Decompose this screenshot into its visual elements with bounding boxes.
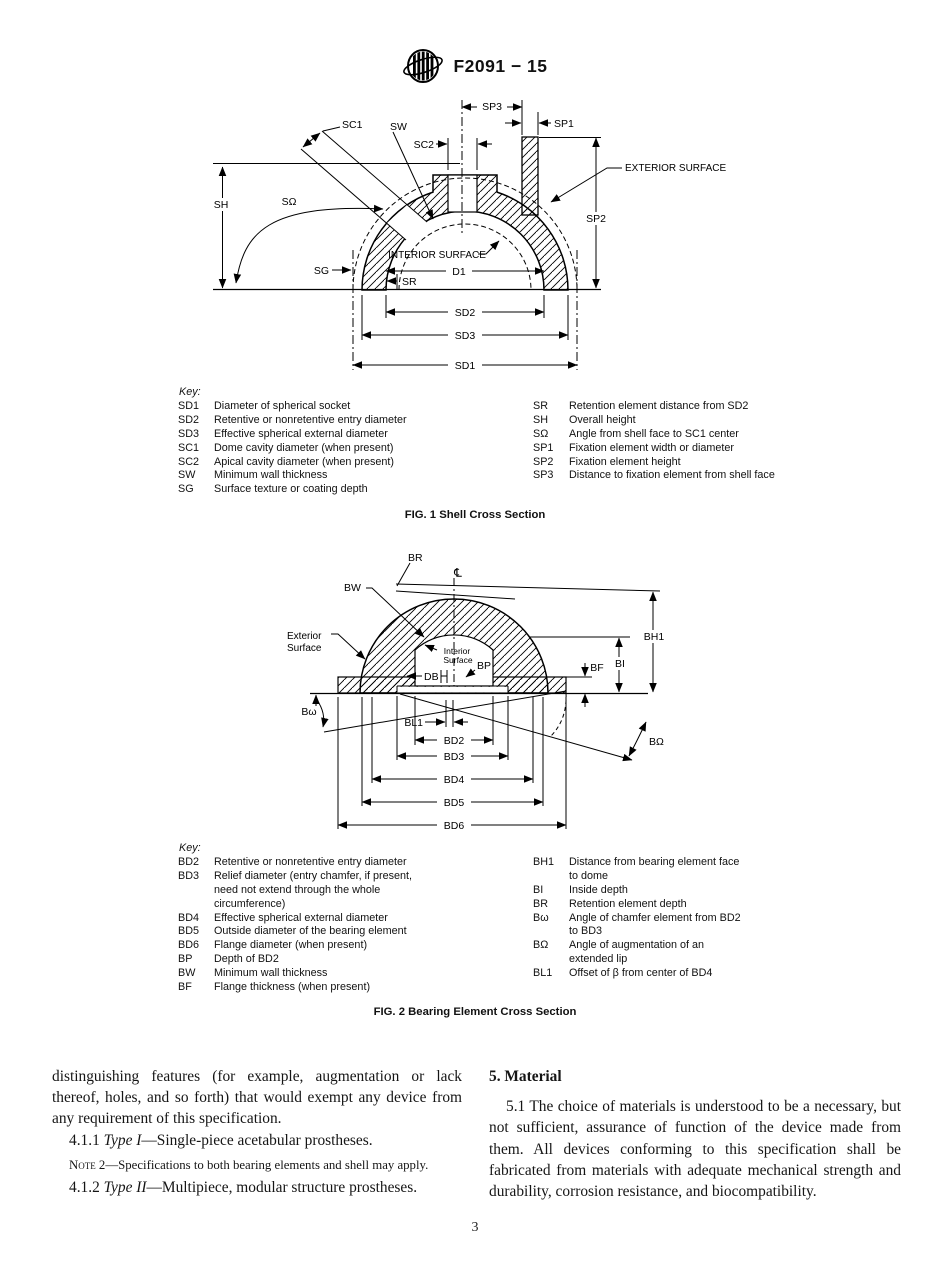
fig1-label-sh: SH xyxy=(214,199,229,211)
fig1-label-sw: SW xyxy=(390,121,407,133)
fig2-label-br: BR xyxy=(408,552,423,564)
figure-1-caption: FIG. 1 Shell Cross Section xyxy=(404,509,546,521)
astm-logo-icon xyxy=(403,49,444,83)
fig1-label-sg: SG xyxy=(314,265,329,277)
fig1-label-s-omega: SΩ xyxy=(282,196,297,208)
key-title: Key: xyxy=(179,386,201,398)
fig2-label-bf: BF xyxy=(590,662,603,674)
fig2-label-bw: BW xyxy=(344,582,361,594)
fig2-label-bl1: BL1 xyxy=(404,717,423,729)
fig2-label-b-omega-cap: BΩ xyxy=(649,736,664,748)
svg-text:Surface: Surface xyxy=(287,643,322,654)
fig1-label-sd2: SD2 xyxy=(455,307,476,319)
fig2-label-bd5: BD5 xyxy=(444,797,465,809)
section-4-1-2: 4.1.2 Type II—Multipiece, modular struct… xyxy=(69,1178,418,1196)
key-title: Key: xyxy=(179,842,201,854)
fig2-label-b-omega-small: Bω xyxy=(301,706,316,718)
figure-2-caption: FIG. 2 Bearing Element Cross Section xyxy=(373,1006,577,1018)
fig1-label-sp1: SP1 xyxy=(554,118,574,130)
section-5-heading: 5. Material xyxy=(489,1068,562,1085)
body-left-column: distinguishing features (for example, au… xyxy=(52,1066,462,1198)
fig1-label-exterior-surface: EXTERIOR SURFACE xyxy=(625,163,726,174)
fig1-label-sd3: SD3 xyxy=(455,330,476,342)
fig1-label-sr: SR xyxy=(402,276,417,288)
fig2-label-bd2: BD2 xyxy=(444,735,465,747)
page-number: 3 xyxy=(471,1220,479,1235)
svg-text:Surface: Surface xyxy=(443,655,473,665)
fig2-label-interior-surface: Interior xyxy=(444,646,471,656)
fig2-label-bp: BP xyxy=(477,660,491,672)
page-header: F2091 − 15 xyxy=(0,44,950,88)
fig2-label-db: DB xyxy=(424,671,439,683)
section-5-1-paragraph: 5.1 The choice of materials is understoo… xyxy=(489,1098,901,1201)
figure-1-shell-cross-section-drawing: SH SΩ SC1 SW SC2 SP3 SP1 SP2 SG SR D1 SD… xyxy=(208,100,726,372)
fig2-label-bh1: BH1 xyxy=(644,631,665,643)
fig1-label-sc1: SC1 xyxy=(342,119,363,131)
note-2: Note 2—Specifications to both bearing el… xyxy=(69,1157,429,1172)
paragraph: distinguishing features (for example, au… xyxy=(52,1068,462,1128)
fig2-centerline-symbol: ℄ xyxy=(453,566,462,580)
fig2-label-bd6: BD6 xyxy=(444,820,465,832)
figure-2-bearing-element-drawing: BR ℄ BW Exterior Surface Interior Surfac… xyxy=(287,552,670,832)
fig2-label-bd4: BD4 xyxy=(444,774,465,786)
fig1-label-sc2: SC2 xyxy=(414,139,435,151)
fig1-label-sp2: SP2 xyxy=(586,213,606,225)
body-right-column: 5. Material 5.1 The choice of materials … xyxy=(489,1066,901,1202)
fig1-label-interior-surface: INTERIOR SURFACE xyxy=(388,250,486,261)
fig2-label-bd3: BD3 xyxy=(444,751,465,763)
fig1-label-sp3: SP3 xyxy=(482,101,502,113)
section-4-1-1: 4.1.1 Type I—Single-piece acetabular pro… xyxy=(69,1131,373,1149)
fig1-label-d1: D1 xyxy=(452,266,466,278)
fig2-label-bi: BI xyxy=(615,658,625,670)
fig2-label-exterior-surface: Exterior xyxy=(287,631,322,642)
document-code: F2091 − 15 xyxy=(453,55,548,76)
fig1-label-sd1: SD1 xyxy=(455,360,476,372)
